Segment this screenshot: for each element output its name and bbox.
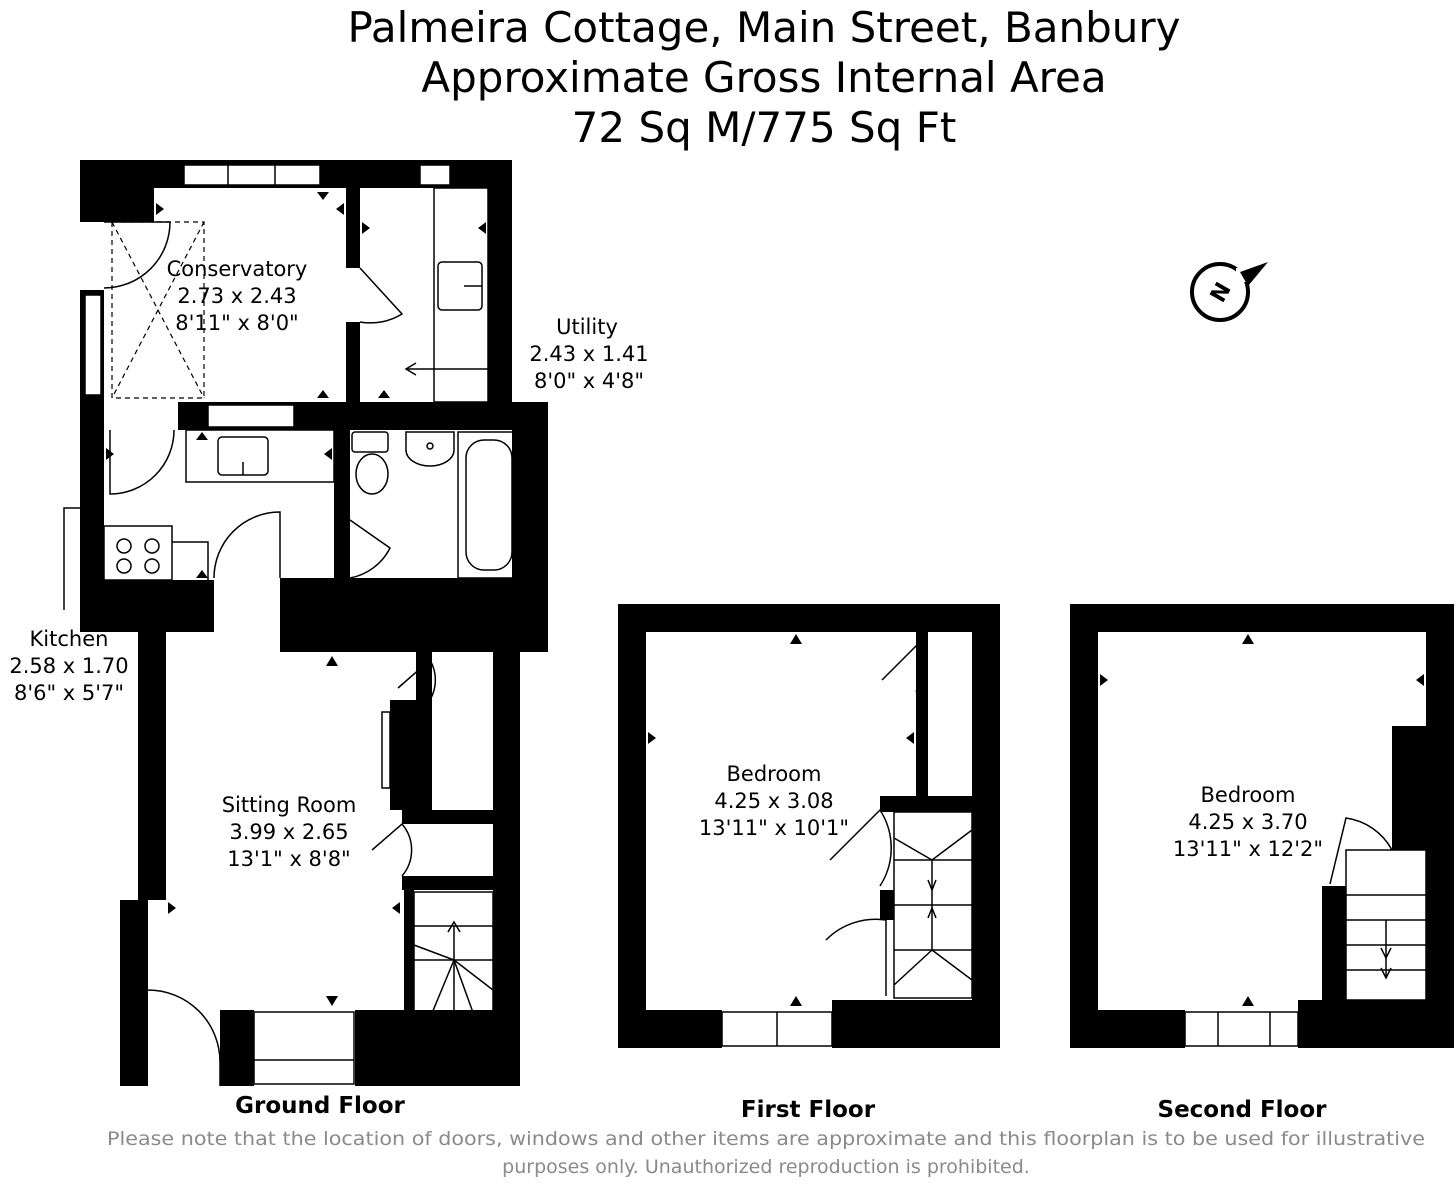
first-floor-plan — [618, 604, 1000, 1048]
disclaimer: Please note that the location of doors, … — [107, 1128, 1425, 1178]
room-conservatory: Conservatory 2.73 x 2.43 8'11" x 8'0" — [167, 257, 308, 335]
room-name: Sitting Room — [222, 793, 357, 817]
title-address: Palmeira Cottage, Main Street, Banbury — [347, 3, 1180, 52]
room-size-imperial: 13'11" x 10'1" — [699, 816, 849, 840]
floor-label-ground: Ground Floor — [235, 1093, 405, 1119]
room-name: Bedroom — [1201, 783, 1296, 807]
room-size-metric: 3.99 x 2.65 — [229, 820, 348, 844]
compass-north-letter: N — [1206, 279, 1237, 307]
title-area-caption: Approximate Gross Internal Area — [421, 53, 1106, 102]
disclaimer-line-1: Please note that the location of doors, … — [107, 1128, 1425, 1150]
plan-title: Palmeira Cottage, Main Street, Banbury A… — [347, 3, 1180, 152]
room-size-metric: 4.25 x 3.70 — [1188, 810, 1307, 834]
room-sitting-room: Sitting Room 3.99 x 2.65 13'1" x 8'8" — [222, 793, 357, 871]
second-floor-plan — [1070, 604, 1454, 1048]
disclaimer-line-2: purposes only. Unauthorized reproduction… — [502, 1156, 1030, 1178]
room-size-imperial: 13'1" x 8'8" — [227, 847, 350, 871]
room-name: Bedroom — [727, 762, 822, 786]
room-size-metric: 2.73 x 2.43 — [177, 284, 296, 308]
room-utility: Utility 2.43 x 1.41 8'0" x 4'8" — [529, 315, 648, 393]
room-name: Conservatory — [167, 257, 308, 281]
room-kitchen: Kitchen 2.58 x 1.70 8'6" x 5'7" — [9, 627, 128, 705]
room-bedroom-second-floor: Bedroom 4.25 x 3.70 13'11" x 12'2" — [1173, 783, 1323, 861]
room-name: Utility — [556, 315, 618, 339]
room-size-metric: 2.58 x 1.70 — [9, 654, 128, 678]
room-bedroom-first-floor: Bedroom 4.25 x 3.08 13'11" x 10'1" — [699, 762, 849, 840]
room-size-imperial: 13'11" x 12'2" — [1173, 837, 1323, 861]
room-size-imperial: 8'6" x 5'7" — [14, 681, 124, 705]
room-size-metric: 2.43 x 1.41 — [529, 342, 648, 366]
room-size-imperial: 8'0" x 4'8" — [534, 369, 644, 393]
north-compass-icon: N — [1190, 262, 1268, 322]
room-size-imperial: 8'11" x 8'0" — [175, 311, 298, 335]
title-area-value: 72 Sq M/775 Sq Ft — [572, 103, 957, 152]
floor-label-first: First Floor — [741, 1097, 876, 1123]
wall-markers — [106, 192, 1424, 1006]
room-size-metric: 4.25 x 3.08 — [714, 789, 833, 813]
room-name: Kitchen — [30, 627, 109, 651]
ground-floor-plan — [63, 160, 548, 1086]
floor-label-second: Second Floor — [1158, 1097, 1328, 1123]
